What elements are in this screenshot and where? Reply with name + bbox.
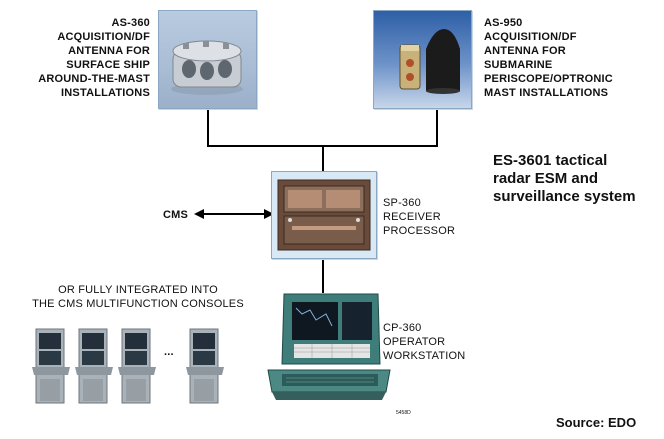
as950-label: AS-950 ACQUISITION/DF ANTENNA FOR SUBMAR…: [484, 16, 659, 100]
connector-as950-down: [436, 108, 438, 147]
cp360-workstation-image: [267, 293, 391, 400]
figure-code: 5458D: [396, 410, 411, 416]
consoles-label: OR FULLY INTEGRATED INTO THE CMS MULTIFU…: [18, 283, 258, 311]
sp360-line-2: RECEIVER: [383, 211, 441, 223]
as360-line-5: AROUND-THE-MAST: [38, 73, 150, 85]
console-unit-2: [75, 328, 113, 404]
cms-arrow: [194, 209, 274, 219]
as950-line-1: AS-950: [484, 17, 523, 29]
as360-line-2: ACQUISITION/DF: [57, 31, 150, 43]
as360-antenna-icon: [171, 40, 243, 95]
as360-photo: [158, 10, 257, 109]
as360-line-6: INSTALLATIONS: [61, 87, 150, 99]
as950-antenna-icon: [399, 29, 460, 94]
cp360-line-2: OPERATOR: [383, 336, 446, 348]
sp360-photo: [271, 171, 377, 259]
system-title-line-1: ES-3601 tactical: [493, 152, 608, 169]
source-credit: Source: EDO: [556, 415, 637, 430]
consoles-line-2: THE CMS MULTIFUNCTION CONSOLES: [32, 298, 244, 310]
as950-line-6: MAST INSTALLATIONS: [484, 87, 609, 99]
connector-sp360-to-cp360: [322, 258, 324, 293]
console-unit-1: [32, 328, 70, 404]
console-unit-4: [186, 328, 224, 404]
cms-label: CMS: [163, 209, 189, 221]
cp360-line-3: WORKSTATION: [383, 350, 466, 362]
consoles-group: ...: [30, 327, 240, 409]
system-title-line-2: radar ESM and: [493, 170, 599, 187]
as360-label: AS-360 ACQUISITION/DF ANTENNA FOR SURFAC…: [20, 16, 150, 100]
system-title-line-3: surveillance system: [493, 188, 636, 205]
connector-as360-down: [207, 108, 209, 147]
as360-line-1: AS-360: [111, 17, 150, 29]
consoles-ellipsis: ...: [164, 346, 174, 358]
cp360-line-1: CP-360: [383, 322, 422, 334]
connector-to-sp360: [322, 145, 324, 172]
sp360-line-3: PROCESSOR: [383, 225, 456, 237]
as950-line-2: ACQUISITION/DF: [484, 31, 577, 43]
sp360-receiver-icon: [277, 179, 371, 251]
as360-line-4: SURFACE SHIP: [66, 59, 150, 71]
sp360-label: SP-360 RECEIVER PROCESSOR: [383, 196, 493, 238]
as950-line-5: PERISCOPE/OPTRONIC: [484, 73, 613, 85]
as360-line-3: ANTENNA FOR: [68, 45, 150, 57]
cp360-label: CP-360 OPERATOR WORKSTATION: [383, 321, 503, 363]
console-unit-3: [118, 328, 156, 404]
as950-line-3: ANTENNA FOR: [484, 45, 566, 57]
consoles-line-1: OR FULLY INTEGRATED INTO: [58, 284, 218, 296]
system-title: ES-3601 tactical radar ESM and surveilla…: [493, 152, 663, 206]
as950-line-4: SUBMARINE: [484, 59, 553, 71]
as950-photo: [373, 10, 472, 109]
sp360-line-1: SP-360: [383, 197, 421, 209]
